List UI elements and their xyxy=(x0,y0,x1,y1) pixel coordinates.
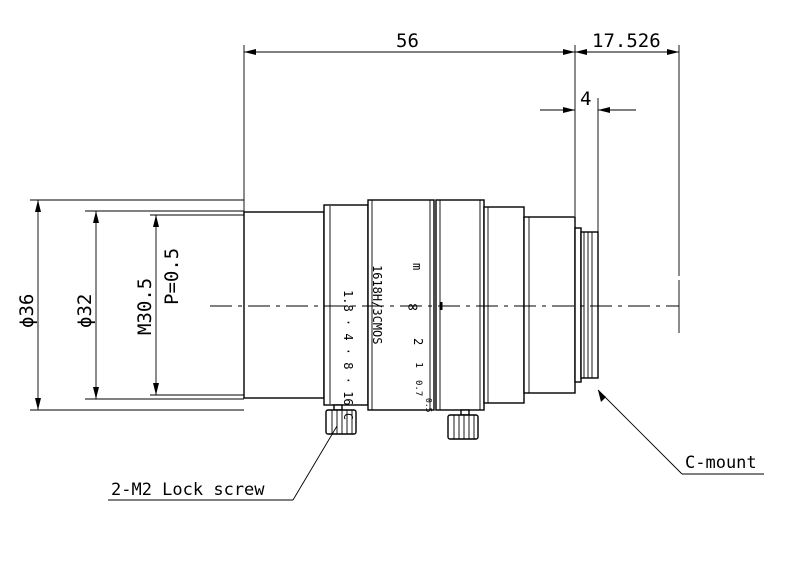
engraving-focus-05: 0.5 xyxy=(424,398,433,413)
inner-diameter-dimension: ϕ32 xyxy=(74,211,99,399)
thread-size-value: M30.5 xyxy=(134,278,156,335)
flange-back-dimension: 17.526 xyxy=(575,30,679,55)
lock-screw-label: 2-M2 Lock screw xyxy=(111,480,265,500)
thread-dimension: M30.5 P=0.5 xyxy=(134,214,244,396)
outer-diameter-value: ϕ36 xyxy=(16,294,38,328)
outer-diameter-dimension: ϕ36 xyxy=(16,200,41,410)
engraving-focus-unit: m xyxy=(410,263,424,270)
length-value: 56 xyxy=(396,30,419,52)
thread-pitch-value: P=0.5 xyxy=(161,248,183,305)
c-mount-label: C-mount xyxy=(685,453,757,473)
engraving-fnumbers: 1.8 · 4 · 8 · 16 C xyxy=(341,290,355,420)
lock-screw-1 xyxy=(325,404,357,435)
lock-screw-2 xyxy=(447,409,479,440)
engraving-focus-07: 0.7 xyxy=(413,380,423,396)
mount-depth-dimension: 4 xyxy=(540,88,636,113)
inner-diameter-value: ϕ32 xyxy=(74,294,96,328)
lock-screw-callout: 2-M2 Lock screw xyxy=(108,425,338,501)
c-mount-callout: C-mount xyxy=(597,389,764,475)
length-dimension: 56 xyxy=(244,30,575,55)
extension-lines xyxy=(30,45,680,411)
lens-body xyxy=(243,199,599,411)
mount-depth-value: 4 xyxy=(580,88,591,110)
engraving-focus-2: 2 xyxy=(411,338,425,345)
engraving-focus-1: 1 xyxy=(413,362,424,368)
engraving-model: 1618H/3CMOS xyxy=(370,265,384,344)
flange-back-value: 17.526 xyxy=(592,30,661,52)
